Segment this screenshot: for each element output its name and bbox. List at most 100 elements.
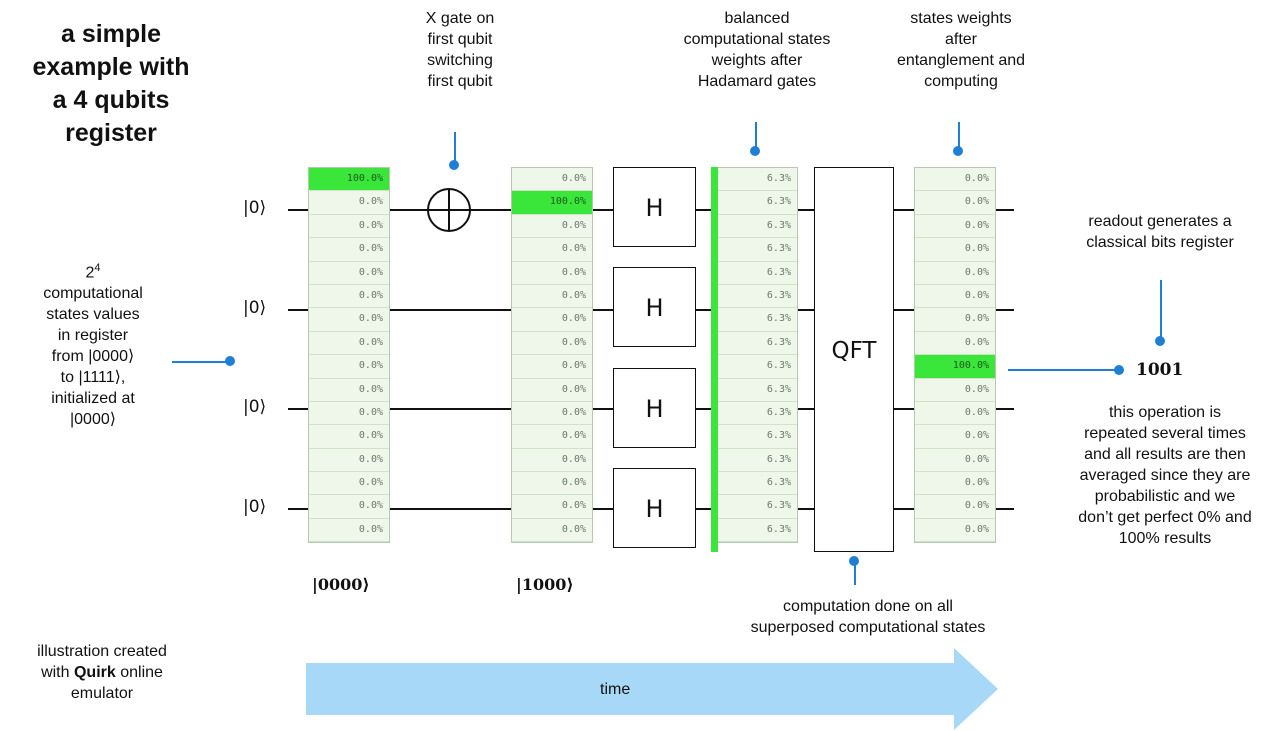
state-cell: 0.0% — [512, 238, 592, 262]
state-cell: 0.0% — [915, 308, 995, 332]
state-cell: 6.3% — [717, 495, 797, 519]
state-cell: 6.3% — [717, 472, 797, 496]
readout-line — [1008, 369, 1120, 371]
time-arrow-shape — [306, 648, 998, 730]
state-column-after-x: 0.0%100.0%0.0%0.0%0.0%0.0%0.0%0.0%0.0%0.… — [511, 167, 593, 544]
state-cell: 0.0% — [512, 215, 592, 239]
callout-dot-balanced — [750, 146, 760, 156]
state-column-initial: 100.0%0.0%0.0%0.0%0.0%0.0%0.0%0.0%0.0%0.… — [308, 167, 390, 544]
state-cell: 0.0% — [512, 332, 592, 356]
state-cell: 0.0% — [915, 332, 995, 356]
state-cell: 0.0% — [915, 425, 995, 449]
state-cell: 100.0% — [309, 168, 389, 192]
illustration-online: online — [115, 664, 163, 681]
uniform-bar — [711, 167, 718, 552]
state-cell: 6.3% — [717, 402, 797, 426]
note-computation: computation done on all superposed compu… — [750, 598, 986, 636]
state-cell: 0.0% — [512, 519, 592, 543]
callout-dot-computation — [849, 556, 859, 566]
state-cell: 6.3% — [717, 308, 797, 332]
note-repeated: this operation is repeated several times… — [1078, 404, 1252, 547]
hadamard-gate-2: H — [613, 267, 696, 347]
state-cell: 6.3% — [717, 379, 797, 402]
state-cell: 0.0% — [512, 355, 592, 379]
note-register-to: to |1111⟩, — [60, 369, 126, 387]
state-cell: 6.3% — [717, 449, 797, 473]
note-register: 24 computational states values in regist… — [18, 258, 168, 430]
state-cell: 0.0% — [915, 238, 995, 262]
note-register-body: computational states values in register — [43, 285, 143, 345]
state-cell: 0.0% — [309, 379, 389, 402]
state-cell: 0.0% — [309, 402, 389, 426]
state-cell: 0.0% — [915, 472, 995, 496]
qft-label: QFT — [831, 338, 877, 364]
state-cell: 0.0% — [915, 191, 995, 215]
note-illustration: illustration created with Quirk online e… — [12, 641, 192, 704]
state-cell: 0.0% — [309, 215, 389, 239]
state-cell: 0.0% — [309, 238, 389, 262]
quirk-label: Quirk — [73, 664, 116, 681]
state-cell: 0.0% — [915, 168, 995, 192]
state-column-after-qft: 0.0%0.0%0.0%0.0%0.0%0.0%0.0%0.0%100.0%0.… — [914, 167, 996, 544]
state-column-after-h: 6.3%6.3%6.3%6.3%6.3%6.3%6.3%6.3%6.3%6.3%… — [716, 167, 798, 544]
time-arrow — [306, 648, 998, 730]
state-cell: 0.0% — [512, 168, 592, 192]
state-cell: 6.3% — [717, 332, 797, 356]
callout-line-register — [172, 361, 228, 363]
time-label: time — [600, 681, 631, 698]
qubit-label-4: |0⟩ — [243, 497, 267, 517]
state-cell: 6.3% — [717, 519, 797, 543]
state-cell: 6.3% — [717, 238, 797, 262]
diagram-title: a simple example with a 4 qubits registe… — [32, 20, 190, 147]
state-cell: 0.0% — [309, 355, 389, 379]
state-cell: 0.0% — [309, 191, 389, 215]
note-readout: readout generates a classical bits regis… — [1086, 213, 1234, 251]
state-cell: 0.0% — [512, 402, 592, 426]
readout-dot — [1114, 365, 1124, 375]
state-cell: 6.3% — [717, 262, 797, 285]
state-cell: 0.0% — [915, 495, 995, 519]
hadamard-gate-3: H — [613, 368, 696, 448]
state-cell: 0.0% — [512, 472, 592, 496]
callout-dot-entanglement — [953, 146, 963, 156]
state-cell: 0.0% — [309, 449, 389, 473]
state-cell: 0.0% — [512, 379, 592, 402]
x-gate-icon — [427, 188, 471, 232]
state-cell: 0.0% — [915, 285, 995, 309]
callout-line-entanglement — [958, 122, 960, 148]
exp-power: 4 — [94, 262, 101, 274]
hadamard-gate-1: H — [613, 167, 696, 247]
state-cell: 0.0% — [309, 495, 389, 519]
state-cell: 0.0% — [512, 285, 592, 309]
state-cell: 100.0% — [915, 355, 995, 379]
state-cell: 0.0% — [309, 519, 389, 543]
state-cell: 6.3% — [717, 285, 797, 309]
state-cell: 0.0% — [915, 402, 995, 426]
state-cell: 0.0% — [512, 262, 592, 285]
state-cell: 6.3% — [717, 355, 797, 379]
callout-line-balanced — [755, 122, 757, 148]
callout-dot-register — [225, 356, 235, 366]
state-cell: 0.0% — [309, 472, 389, 496]
qubit-label-3: |0⟩ — [243, 397, 267, 417]
initial-state-label: |0000⟩ — [312, 575, 370, 594]
note-x-gate: X gate on first qubit switching first qu… — [425, 10, 495, 90]
state-cell: 0.0% — [512, 425, 592, 449]
state-cell: 0.0% — [915, 262, 995, 285]
state-cell: 0.0% — [915, 379, 995, 402]
note-register-init: initialized at — [51, 390, 135, 408]
state-cell: 0.0% — [309, 308, 389, 332]
qubit-label-1: |0⟩ — [243, 198, 267, 218]
after-x-state-label: |1000⟩ — [516, 575, 574, 594]
illustration-line-3: emulator — [70, 685, 134, 702]
state-cell: 0.0% — [309, 262, 389, 285]
note-after-entanglement: states weights after entanglement and co… — [896, 10, 1026, 90]
qubit-label-2: |0⟩ — [243, 298, 267, 318]
callout-line-computation — [854, 563, 856, 585]
qft-gate: QFT — [814, 167, 894, 552]
state-cell: 100.0% — [512, 191, 592, 215]
state-cell: 0.0% — [309, 425, 389, 449]
state-cell: 0.0% — [915, 449, 995, 473]
state-cell: 0.0% — [512, 308, 592, 332]
state-cell: 0.0% — [915, 519, 995, 543]
